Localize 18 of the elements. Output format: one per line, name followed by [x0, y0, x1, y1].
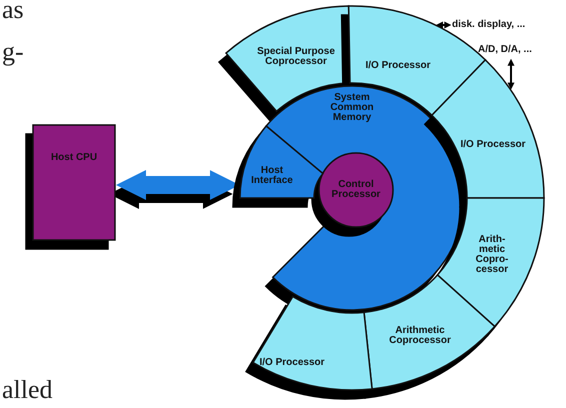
block-arrow	[116, 170, 240, 200]
node-label: Control Processor	[330, 180, 382, 200]
node-label: Arith- metic Copro- cessor	[474, 235, 510, 275]
node-label: I/O Processor	[258, 358, 326, 368]
node-label: Host CPU	[50, 153, 98, 163]
node-label: System Common Memory	[329, 93, 375, 123]
node-label: Host Interface	[250, 166, 294, 186]
node-label: Arithmetic Coprocessor	[388, 326, 452, 346]
arrow	[508, 58, 514, 90]
annotation-text: disk. display, ...	[452, 19, 526, 31]
page-text-fragment: g-	[2, 38, 24, 66]
page-text-fragment: alled	[2, 376, 53, 404]
annotation-text: A/D, D/A, ...	[478, 44, 532, 56]
arrow	[436, 22, 452, 28]
page-text-fragment: as	[2, 0, 24, 24]
node-label: I/O Processor	[364, 61, 432, 71]
node-label: Special Purpose Coprocessor	[256, 47, 336, 67]
node-label: I/O Processor	[459, 140, 527, 150]
